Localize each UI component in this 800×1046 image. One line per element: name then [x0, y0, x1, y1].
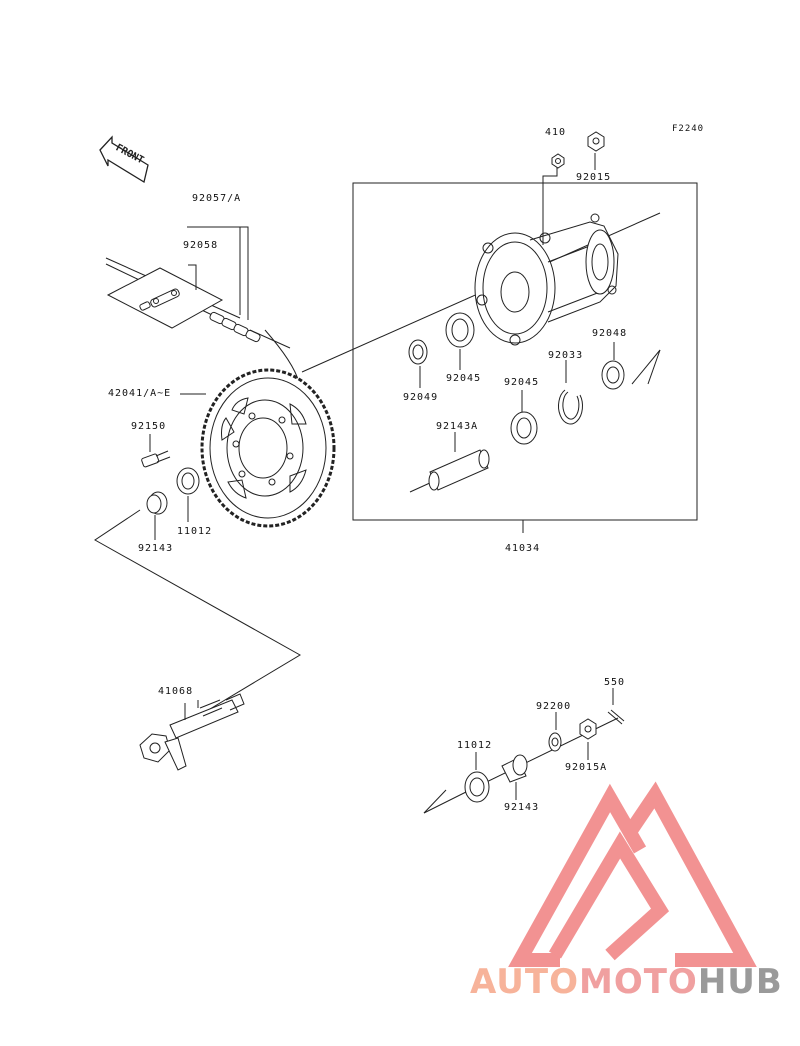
bearing-92045-lower: [510, 411, 538, 445]
label-92143-left: 92143: [138, 543, 174, 554]
rear-sprocket: [200, 368, 336, 528]
label-92015: 92015: [576, 172, 612, 183]
logo-part-auto: AUTO: [470, 962, 579, 1002]
automotohub-logo-text: AUTOMOTOHUB: [470, 962, 783, 1002]
label-550: 550: [604, 677, 626, 688]
label-41068: 41068: [158, 686, 194, 697]
axle-leader-line: [94, 509, 301, 719]
label-92150: 92150: [131, 421, 167, 432]
collar-92143-right: [501, 754, 528, 783]
label-92048: 92048: [592, 328, 628, 339]
washer-92200: [548, 732, 562, 752]
label-42041: 42041/A~E: [108, 388, 172, 399]
label-92200: 92200: [536, 701, 572, 712]
front-arrow-icon: FRONT: [99, 135, 149, 184]
label-92143-right: 92143: [504, 802, 540, 813]
seal-11012-left: [176, 467, 200, 495]
drive-chain: [105, 257, 301, 391]
label-92033: 92033: [548, 350, 584, 361]
label-410: 410: [545, 127, 567, 138]
hub-assembly-frame: [352, 182, 698, 521]
circlip-92033: [558, 389, 583, 425]
nut-410: [551, 153, 565, 169]
wheel-hub: [474, 213, 619, 346]
seal-92048: [601, 360, 625, 390]
collar-92049: [408, 339, 428, 365]
nut-92015a: [579, 718, 597, 740]
logo-part-hub: HUB: [697, 962, 783, 1002]
nut-92015: [587, 131, 605, 152]
seal-11012-right: [464, 771, 490, 803]
label-92143a: 92143A: [436, 421, 479, 432]
label-92049: 92049: [403, 392, 439, 403]
label-92057: 92057/A: [192, 193, 242, 204]
label-11012-right: 11012: [457, 740, 493, 751]
label-92045-lower: 92045: [504, 377, 540, 388]
spacer-92143a: [409, 449, 490, 493]
bearing-92045-upper: [445, 312, 475, 348]
collar-92143-left: [146, 491, 168, 515]
rear-axle-41068: [139, 693, 245, 771]
logo-part-moto: MOTO: [578, 962, 698, 1002]
label-92058: 92058: [183, 240, 219, 251]
figure-code: F2240: [672, 124, 705, 134]
label-92045-upper: 92045: [446, 373, 482, 384]
label-92015a: 92015A: [565, 762, 608, 773]
label-11012-left: 11012: [177, 526, 213, 537]
bolt-92150: [141, 450, 171, 468]
label-41034: 41034: [505, 543, 541, 554]
automotohub-logo-triangle: [508, 781, 757, 967]
cotter-pin-550: [607, 709, 625, 725]
